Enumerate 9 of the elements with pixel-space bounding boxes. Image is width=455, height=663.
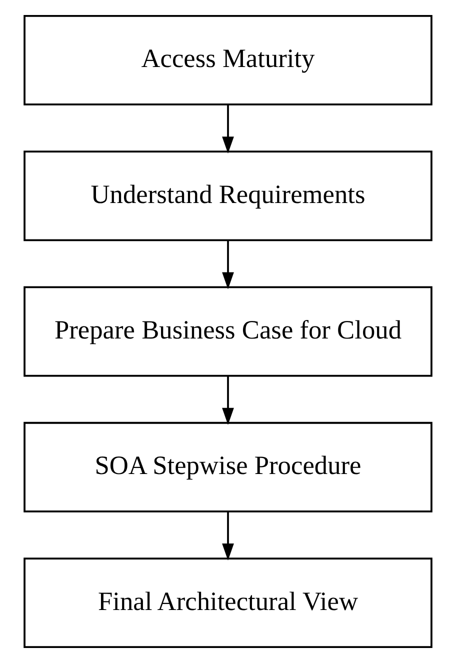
node-box: Prepare Business Case for Cloud	[23, 286, 432, 377]
node-box: Access Maturity	[23, 15, 432, 106]
arrow	[222, 376, 234, 425]
node-box: Understand Requirements	[23, 150, 432, 242]
arrow	[222, 240, 234, 290]
node-box: SOA Stepwise Procedure	[23, 422, 432, 512]
arrow	[222, 104, 234, 154]
node-box: Final Architectural View	[23, 558, 432, 648]
arrow	[222, 511, 234, 560]
